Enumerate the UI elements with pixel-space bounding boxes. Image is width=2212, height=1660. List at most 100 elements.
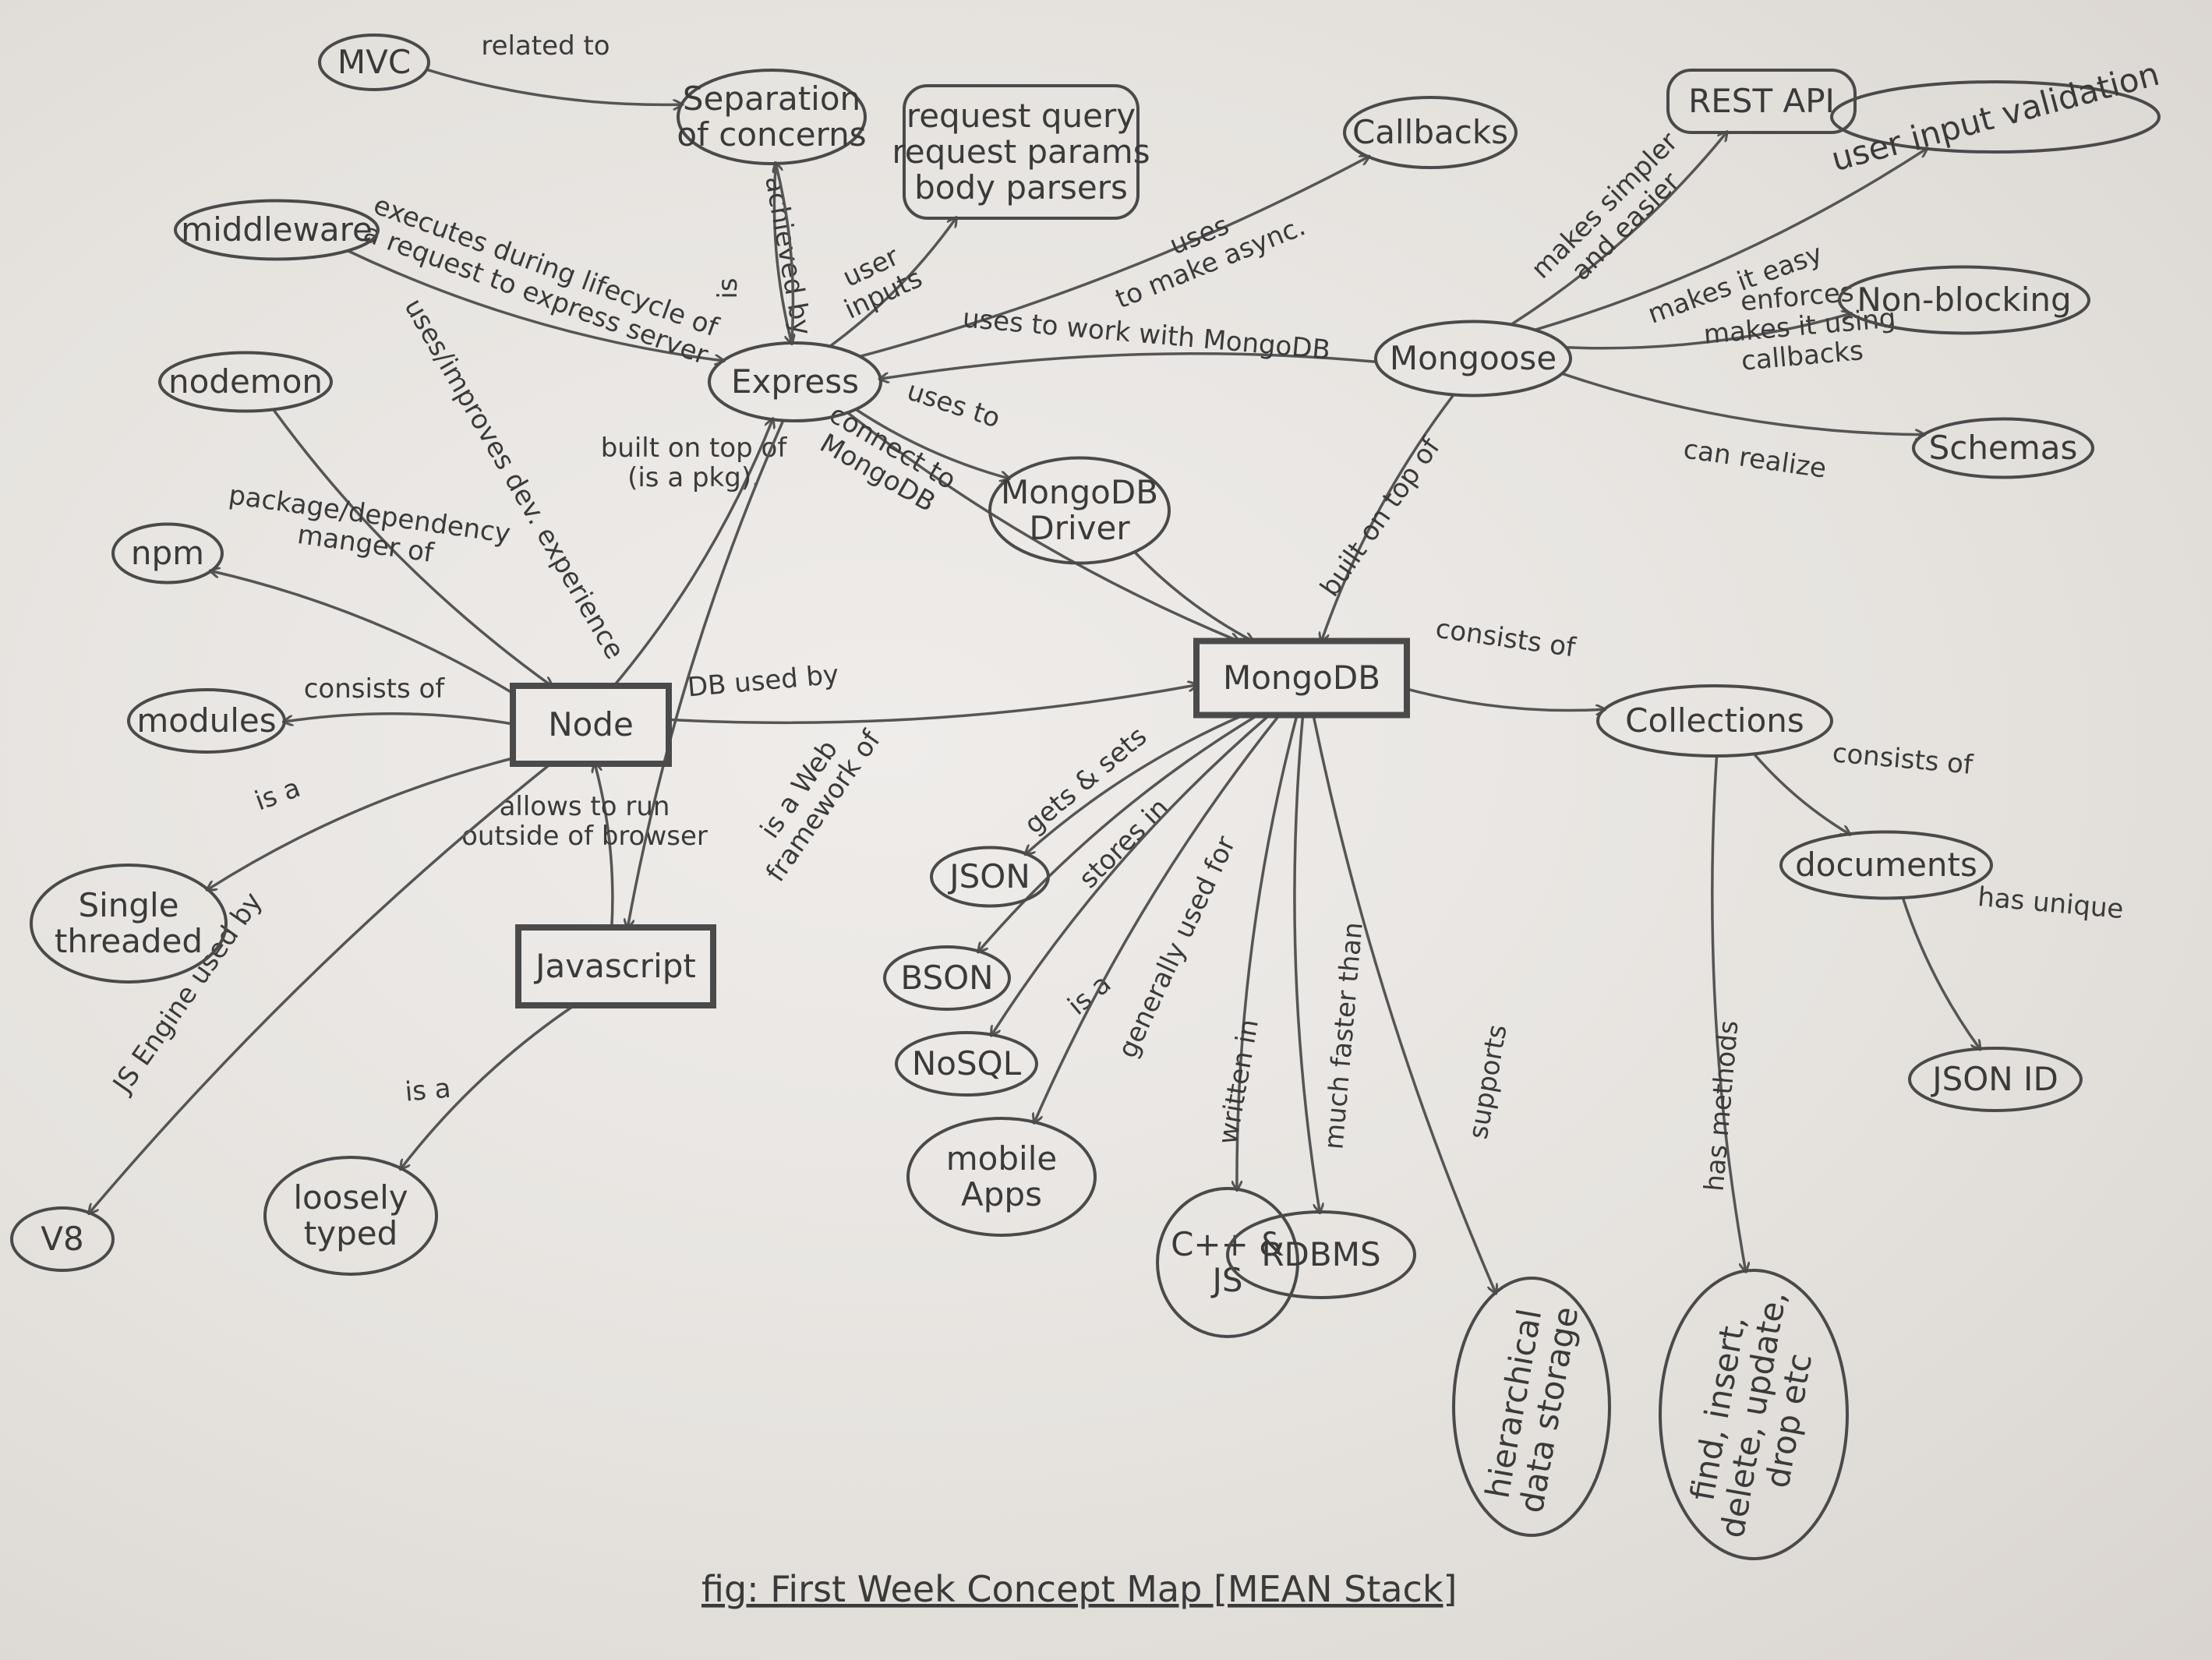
- node-label: REST API: [1688, 82, 1835, 120]
- edge-label: much faster than: [1318, 921, 1369, 1151]
- edge-node-to-express: built on top of(is a pkg).: [601, 419, 787, 687]
- edge-label: is a: [404, 1073, 452, 1108]
- node-shape: [158, 351, 333, 413]
- node-shape: [174, 199, 380, 261]
- node-label: npm: [131, 534, 204, 572]
- node-label: documents: [1795, 846, 1977, 884]
- edge-node-to-modules: consists of: [284, 673, 514, 724]
- node-label: Callbacks: [1352, 113, 1508, 151]
- edge-documents-to-jsonid: has unique: [1901, 881, 2125, 1049]
- node-shape: [895, 1031, 1038, 1097]
- node-shape: [510, 683, 672, 767]
- edge-line: [1534, 149, 1926, 331]
- node-label: Javascript: [533, 947, 696, 985]
- edge-nodemon-to-node: uses/improves dev. experience: [272, 293, 631, 686]
- edge-label: achieved by: [758, 174, 817, 337]
- edge-label: consists of: [1831, 737, 1974, 781]
- edge-line: [1133, 551, 1253, 641]
- edge-mongodb-to-collections: consists of: [1406, 613, 1604, 711]
- edge-line: [1753, 753, 1849, 834]
- node-nonblock: Non-blocking: [1838, 265, 2090, 335]
- edge-mongoose-to-schemas: can realize: [1561, 372, 1924, 485]
- node-shape: [906, 1117, 1097, 1237]
- edge-express-to-soc: is: [712, 164, 795, 344]
- edge-line: [859, 157, 1368, 358]
- edge-line: [979, 714, 1259, 952]
- node-label: MongoDB: [1223, 659, 1380, 697]
- node-callbacks: Callbacks: [1343, 96, 1518, 169]
- node-label: JSON: [947, 857, 1030, 895]
- edge-node-to-mongodb: DB used by: [668, 659, 1196, 725]
- edge-label: uses/improves dev. experience: [398, 293, 630, 665]
- node-mvc: MVC: [318, 34, 430, 91]
- node-label: V8: [41, 1220, 83, 1258]
- edge-line: [1406, 687, 1604, 711]
- edge-express-to-reqq: userinputs: [827, 218, 956, 348]
- node-label: user input validation: [1827, 55, 2163, 178]
- edge-label: userinputs: [827, 235, 927, 325]
- node-label: Non-blocking: [1857, 281, 2071, 319]
- edge-line: [1026, 713, 1245, 854]
- node-shape: [515, 924, 716, 1008]
- edge-line: [668, 685, 1196, 725]
- node-shape: [1830, 80, 2161, 154]
- node-label: Schemas: [1929, 429, 2078, 467]
- edge-line: [1034, 714, 1281, 1122]
- node-label: Node: [548, 705, 634, 743]
- node-shape: [1343, 96, 1518, 169]
- edge-line: [401, 1004, 575, 1168]
- edge-mongoose-to-mongodb: built on top of: [1314, 394, 1455, 641]
- edge-line: [426, 68, 682, 104]
- node-shape: [903, 84, 1140, 220]
- edge-line: [90, 762, 552, 1213]
- node-json: JSON: [930, 846, 1050, 908]
- edge-collections-to-documents: consists of: [1753, 737, 1975, 834]
- node-label: NoSQL: [912, 1044, 1022, 1083]
- node-label: RDBMS: [1261, 1235, 1380, 1273]
- edge-line: [1566, 313, 1850, 350]
- node-label: middleware: [181, 210, 373, 249]
- edge-label: uses to work with MongoDB: [961, 302, 1331, 366]
- edge-line: [272, 408, 552, 686]
- node-hier: hierarchicaldata storage: [1452, 1277, 1611, 1537]
- node-javascript: Javascript: [515, 924, 716, 1008]
- node-documents: documents: [1779, 830, 1993, 900]
- edge-label: uses to: [903, 376, 1004, 435]
- edge-line: [991, 714, 1270, 1035]
- edge-line: [846, 411, 1239, 641]
- node-jsonid: JSON ID: [1908, 1047, 2083, 1112]
- node-mongoose: Mongoose: [1374, 320, 1572, 397]
- node-mongodb: MongoDB: [1193, 638, 1410, 719]
- node-v8: V8: [10, 1206, 115, 1272]
- node-node: Node: [510, 683, 672, 767]
- edge-middleware-to-express: executes during lifecycle ofa request to…: [347, 189, 723, 371]
- edge-label: package/dependencymanger of: [223, 479, 513, 579]
- node-shape: [1193, 638, 1410, 719]
- node-shape: [1779, 830, 1993, 900]
- node-label: modules: [136, 701, 276, 740]
- edge-line: [208, 757, 514, 889]
- node-shape: [30, 864, 228, 984]
- node-label: Mongoose: [1390, 339, 1557, 377]
- node-shape: [111, 522, 224, 585]
- edge-line: [1237, 715, 1299, 1189]
- edge-javascript-to-loosely: is a: [401, 1004, 575, 1168]
- node-shape: [1596, 684, 1833, 758]
- node-shape: [318, 34, 430, 91]
- node-shape: [1659, 1269, 1849, 1560]
- node-find: find, insert,delete, update,drop etc: [1659, 1269, 1849, 1560]
- node-rest: REST API: [1666, 69, 1857, 134]
- node-middleware: middleware: [174, 199, 380, 261]
- edge-mongoose-to-express: uses to work with MongoDB: [881, 302, 1376, 379]
- edge-label: consists of: [1433, 613, 1578, 664]
- node-shape: [883, 945, 1011, 1011]
- node-shape: [1908, 1047, 2083, 1112]
- edge-label: built on top of: [1314, 432, 1447, 602]
- node-label: find, insert,delete, update,drop etc: [1677, 1282, 1829, 1547]
